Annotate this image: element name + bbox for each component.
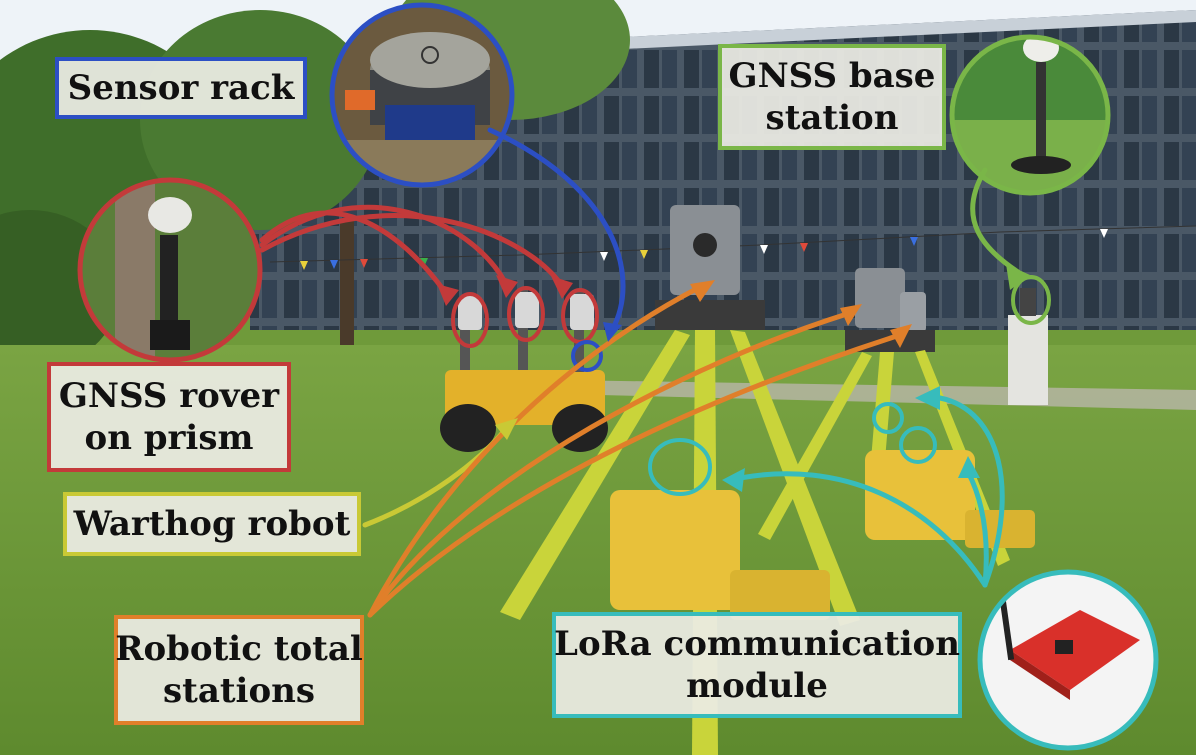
highlight-circles	[451, 275, 1051, 496]
label-warthog-text: Warthog robot	[73, 504, 351, 544]
label-gnss-base-line1: GNSS base	[728, 56, 936, 96]
annotation-arrows	[259, 127, 1021, 618]
label-robotic-total-stations: Robotic total stations	[114, 615, 364, 725]
arrow-heads	[437, 264, 1030, 492]
inset-sensor-rack	[329, 2, 515, 188]
label-gnss-rover-line1: GNSS rover	[58, 376, 280, 416]
inset-lora-module	[977, 569, 1159, 751]
label-total-stations-line1: Robotic total	[115, 629, 363, 669]
inset-gnss-rover	[77, 177, 263, 363]
label-sensor-rack-text: Sensor rack	[67, 68, 295, 108]
label-warthog-robot: Warthog robot	[63, 492, 361, 556]
label-total-stations-line2: stations	[162, 671, 316, 711]
label-lora-module: LoRa communication module	[552, 612, 962, 718]
label-lora-line1: LoRa communication	[554, 624, 960, 664]
base-pillar	[1008, 315, 1048, 405]
label-sensor-rack: Sensor rack	[55, 57, 307, 119]
label-gnss-base-station: GNSS base station	[718, 44, 946, 150]
label-gnss-rover: GNSS rover on prism	[47, 362, 291, 472]
label-lora-line2: module	[686, 666, 828, 706]
label-gnss-base-line2: station	[765, 98, 899, 138]
label-gnss-rover-line2: on prism	[84, 418, 254, 458]
